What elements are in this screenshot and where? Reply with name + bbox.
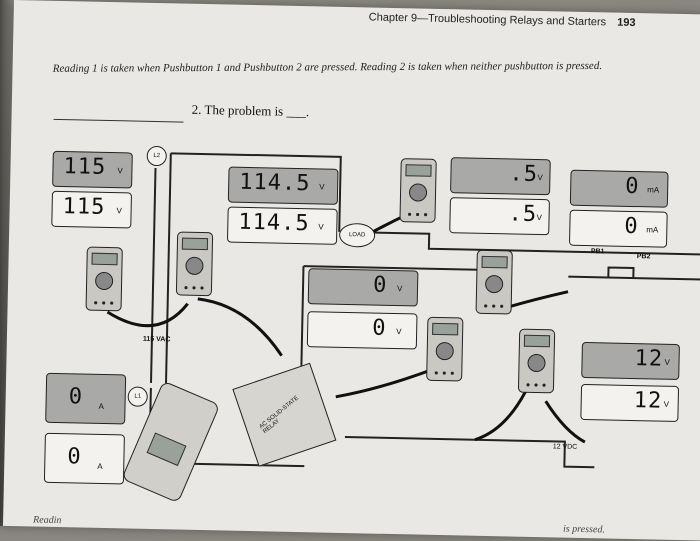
meter-reading-8: 0 mA <box>568 209 668 248</box>
meter-reading-13: 0 A <box>45 372 127 425</box>
meter-unit: V <box>536 212 542 223</box>
meter-value: 0 <box>624 213 639 240</box>
meter-value: 0 <box>68 384 84 410</box>
meter-reading-4: 114.5 V <box>226 206 338 245</box>
meter-reading-10: 0 V <box>306 311 418 350</box>
footer-text-left: Readin <box>32 514 62 527</box>
pb1-label: PB1 <box>590 248 605 256</box>
meter-reading-12: 12 V <box>580 383 680 423</box>
meter-value: 115 <box>62 194 106 220</box>
meter-unit: mA <box>647 185 660 195</box>
meter-reading-2: 115 V <box>51 190 132 229</box>
vac-label: 115 VAC <box>142 335 171 344</box>
meter-unit: V <box>319 182 325 192</box>
meter-unit: mA <box>646 225 659 235</box>
meter-reading-14: 0 A <box>43 432 125 485</box>
meter-value: .5 <box>508 201 538 227</box>
meter-unit: V <box>663 399 670 409</box>
meter-unit: A <box>98 401 104 411</box>
meter-unit: V <box>537 173 543 183</box>
multimeter-1 <box>85 246 123 312</box>
multimeter-6 <box>517 328 556 394</box>
meter-unit: V <box>318 222 324 232</box>
multimeter-3 <box>399 158 437 223</box>
meter-value: 0 <box>624 173 640 200</box>
multimeter-5 <box>426 316 464 382</box>
footer-text-right: is pressed. <box>562 523 606 536</box>
meter-value: 0 <box>67 444 82 470</box>
meter-reading-6: .5 V <box>449 197 550 236</box>
meter-value: 0 <box>372 272 388 298</box>
meter-value: 114.5 <box>238 209 310 237</box>
meter-reading-1: 115 V <box>52 150 133 189</box>
meter-unit: V <box>117 166 123 176</box>
pb2-label: PB2 <box>636 253 651 261</box>
ssr-label: AC SOLID-STATE RELAY <box>258 395 301 436</box>
multimeter-4 <box>475 249 513 315</box>
page-number: 193 <box>617 16 636 30</box>
meter-reading-11: 12 V <box>581 341 680 381</box>
question-text: 2. The problem is ___. <box>191 101 310 120</box>
multimeter-2 <box>175 231 214 297</box>
meter-value: 0 <box>371 315 387 341</box>
meter-reading-7: 0 mA <box>569 169 669 208</box>
meter-value: 114.5 <box>238 169 311 197</box>
battery-label: 12 VDC <box>552 443 578 451</box>
meter-value: 115 <box>63 154 107 180</box>
meter-reading-5: .5 V <box>450 157 551 196</box>
meter-value: .5 <box>509 161 539 188</box>
meter-unit: V <box>116 206 123 216</box>
meter-reading-9: 0 V <box>307 268 419 307</box>
meter-value: 12 <box>633 388 663 414</box>
meter-unit: V <box>396 327 402 337</box>
meter-unit: A <box>97 461 103 471</box>
meter-value: 12 <box>634 346 664 372</box>
meter-unit: V <box>664 357 670 367</box>
meter-unit: V <box>396 284 403 294</box>
meter-reading-3: 114.5 V <box>227 166 339 205</box>
